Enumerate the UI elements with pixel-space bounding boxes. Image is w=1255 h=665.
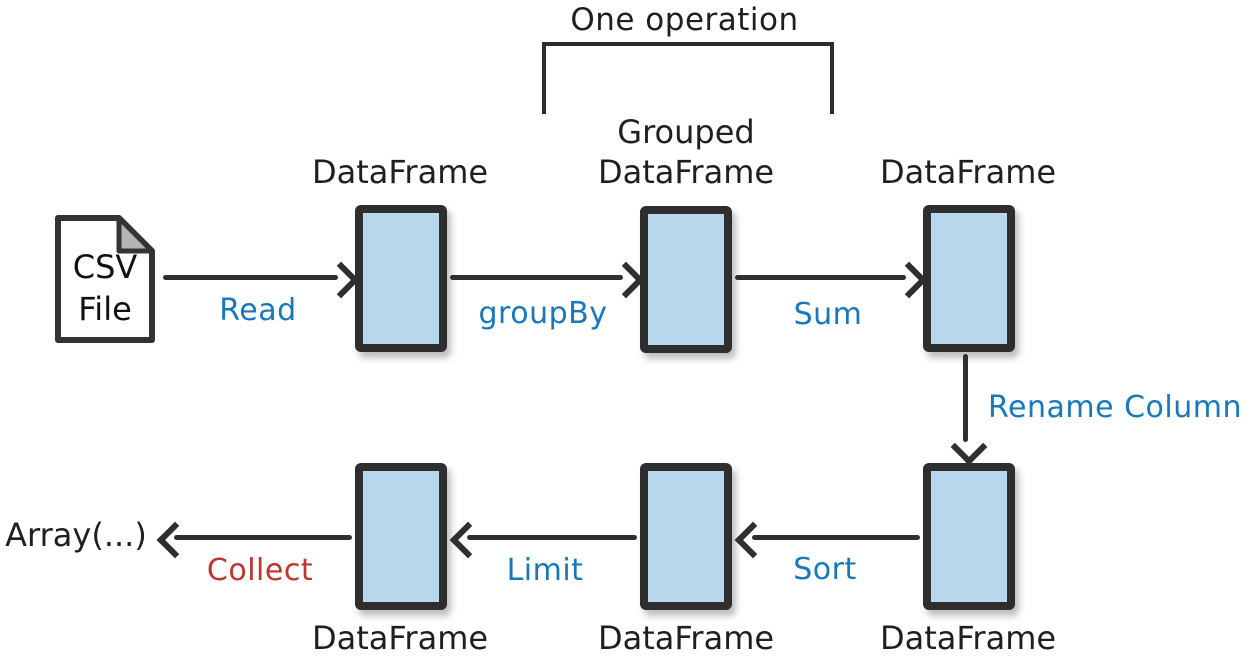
arrow-sum-line (735, 275, 906, 280)
arrow-limit-line (467, 535, 637, 540)
one-operation-label: One operation (570, 2, 799, 38)
csv-label-line1: CSV (72, 248, 138, 286)
dataframe-box-bottom-right (923, 463, 1015, 610)
operation-read-label: Read (219, 293, 297, 328)
operation-sort-label: Sort (793, 552, 857, 587)
grouped-dataframe-box (640, 206, 732, 353)
label-grouped-line2: DataFrame (597, 153, 775, 191)
arrow-read-head-icon (322, 261, 360, 299)
arrow-rename-head-icon (950, 428, 988, 466)
arrow-collect-head-icon (156, 521, 194, 559)
operation-collect-label: Collect (206, 553, 314, 588)
operation-groupby-label: groupBy (478, 296, 608, 331)
arrow-sum-head-icon (890, 261, 928, 299)
csv-label-line2: File (78, 290, 132, 328)
dataframe-box-bottom-middle (640, 463, 732, 610)
operation-rename-column-label: Rename Column (988, 390, 1242, 425)
array-result-label: Array(...) (5, 516, 147, 554)
label-dataframe-top-right: DataFrame (879, 153, 1057, 191)
dataframe-box-top-left (355, 205, 447, 352)
arrow-groupby-head-icon (607, 261, 645, 299)
dataframe-box-bottom-left (355, 463, 447, 610)
dataframe-box-top-right (923, 205, 1015, 352)
one-operation-bracket (542, 42, 834, 114)
arrow-groupby-line (450, 275, 623, 280)
label-grouped-line1: Grouped (617, 113, 755, 151)
label-dataframe-top-left: DataFrame (311, 153, 489, 191)
csv-file-icon: CSV File (50, 210, 160, 348)
label-dataframe-bottom-middle: DataFrame (597, 619, 775, 657)
arrow-read-line (163, 275, 338, 280)
arrow-collect-line (174, 535, 352, 540)
file-page-icon (55, 215, 155, 343)
operation-sum-label: Sum (793, 297, 863, 332)
arrow-sort-line (752, 535, 920, 540)
label-dataframe-bottom-left: DataFrame (311, 619, 489, 657)
arrow-rename-line (963, 354, 968, 442)
operation-limit-label: Limit (506, 553, 584, 588)
label-dataframe-bottom-right: DataFrame (879, 619, 1057, 657)
label-grouped-dataframe: Grouped DataFrame (576, 112, 796, 192)
